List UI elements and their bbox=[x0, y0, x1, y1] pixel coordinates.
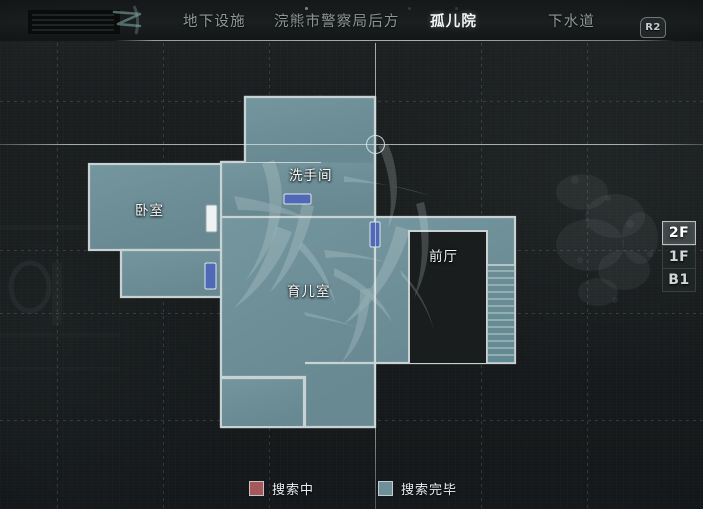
tab-orphanage[interactable]: 孤儿院 bbox=[430, 14, 478, 30]
door-bedroom-east bbox=[205, 204, 218, 233]
floor-selector[interactable]: 2F 1F B1 bbox=[662, 221, 696, 292]
room-label-foyer: 前厅 bbox=[429, 249, 458, 265]
legend-item-searched: 搜索完毕 bbox=[378, 479, 457, 498]
room-label-nursery: 育儿室 bbox=[287, 284, 331, 300]
top-tab-bar: 地下设施 浣熊市警察局后方 孤儿院 下水道 R2 bbox=[0, 0, 703, 43]
legend-label-searching: 搜索中 bbox=[272, 482, 315, 498]
legend-label-searched: 搜索完毕 bbox=[401, 482, 458, 498]
chapter-glyph-decoration bbox=[28, 5, 142, 35]
player-position-marker bbox=[366, 135, 385, 154]
floor-button-1f[interactable]: 1F bbox=[662, 245, 696, 268]
tab-rpd-rear[interactable]: 浣熊市警察局后方 bbox=[274, 14, 400, 30]
floor-button-2f[interactable]: 2F bbox=[662, 221, 696, 245]
room-shape-bedroom bbox=[87, 162, 223, 252]
legend-item-searching: 搜索中 bbox=[249, 479, 314, 498]
header-dot-active bbox=[305, 7, 308, 10]
top-bar-underline bbox=[114, 40, 674, 41]
room-label-bathroom: 洗手间 bbox=[289, 168, 333, 184]
stairs-steps bbox=[488, 270, 514, 356]
tab-underground-facility[interactable]: 地下设施 bbox=[183, 14, 246, 30]
room-label-bedroom: 卧室 bbox=[135, 203, 164, 219]
door-bathroom-south bbox=[283, 193, 312, 205]
crosshair-vertical bbox=[375, 43, 376, 509]
stairs-block bbox=[486, 264, 516, 364]
r2-button-hint[interactable]: R2 bbox=[640, 17, 666, 38]
tab-sewer[interactable]: 下水道 bbox=[548, 14, 596, 30]
door-corridor-east bbox=[204, 262, 217, 290]
map-legend: 搜索中 搜索完毕 bbox=[0, 476, 703, 500]
crosshair-horizontal bbox=[0, 144, 703, 145]
legend-swatch-searching bbox=[249, 480, 264, 496]
legend-swatch-searched bbox=[378, 480, 393, 496]
floor-button-b1[interactable]: B1 bbox=[662, 268, 696, 292]
header-dot-1 bbox=[408, 7, 411, 10]
header-dot-2 bbox=[455, 7, 458, 10]
